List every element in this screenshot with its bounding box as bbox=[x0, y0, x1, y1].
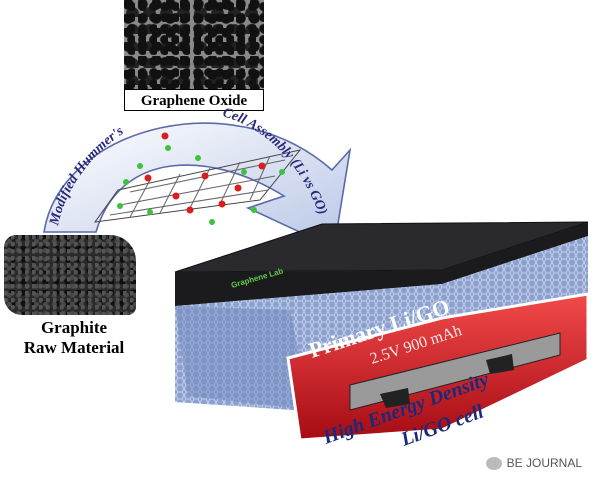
wechat-icon bbox=[485, 456, 502, 470]
graphite-raw-image bbox=[4, 235, 136, 315]
graphite-label-line1: Graphite bbox=[40, 318, 108, 337]
watermark-text: BE JOURNAL bbox=[506, 456, 582, 470]
graphite-label: Graphite Raw Material bbox=[4, 318, 144, 358]
watermark: BE JOURNAL bbox=[485, 456, 582, 470]
battery-terminal-left bbox=[380, 388, 410, 408]
graphene-oxide-sem-image bbox=[124, 0, 264, 90]
battery-cell: Primary Li/GO 2.5V 900 mAh Graphene Lab bbox=[174, 221, 590, 442]
graphite-label-line2: Raw Material bbox=[23, 338, 125, 357]
process-arrow bbox=[43, 122, 352, 250]
battery-terminal-right bbox=[486, 354, 514, 374]
graphene-oxide-label: Graphene Oxide bbox=[124, 89, 264, 111]
graphene-oxide-molecule bbox=[93, 132, 302, 225]
